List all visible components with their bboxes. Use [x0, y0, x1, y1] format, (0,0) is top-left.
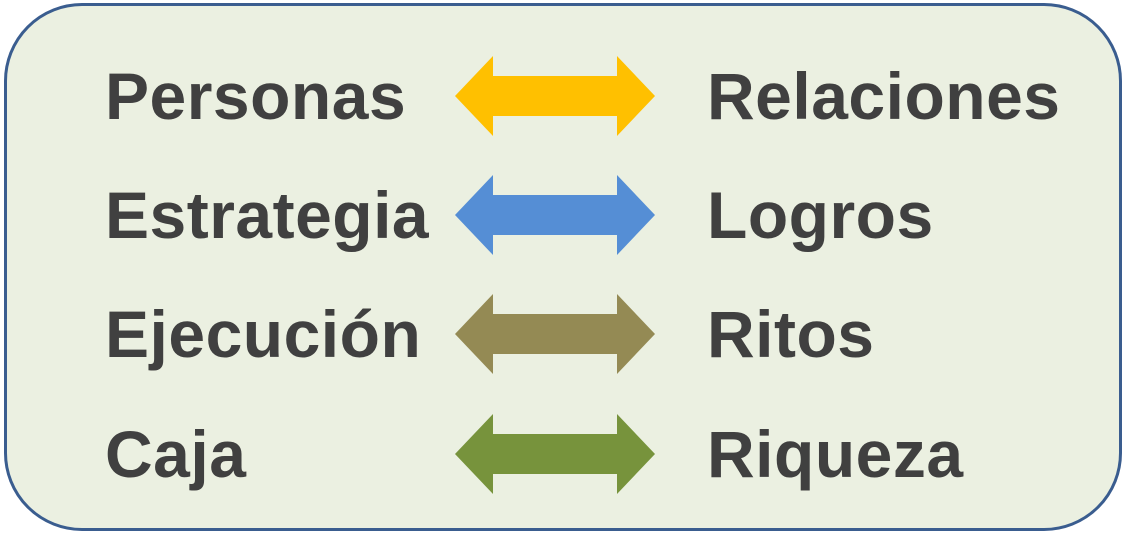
left-term: Ejecución — [105, 297, 422, 371]
pair-row: Caja Riqueza — [7, 414, 1119, 494]
left-term: Caja — [105, 417, 247, 491]
left-term: Personas — [105, 59, 407, 133]
double-arrow-icon — [455, 294, 655, 374]
double-arrow-icon — [455, 56, 655, 136]
double-arrow-icon — [455, 175, 655, 255]
left-term: Estrategia — [105, 178, 430, 252]
double-arrow-icon — [455, 414, 655, 494]
right-term: Logros — [707, 178, 934, 252]
pair-row: Ejecución Ritos — [7, 294, 1119, 374]
right-term: Ritos — [707, 297, 875, 371]
right-term: Riqueza — [707, 417, 964, 491]
arrow-shape — [455, 56, 655, 136]
diagram-panel: Personas Relaciones Estrategia Logros Ej… — [4, 3, 1122, 531]
arrow-shape — [455, 294, 655, 374]
pair-row: Personas Relaciones — [7, 56, 1119, 136]
arrow-shape — [455, 414, 655, 494]
arrow-shape — [455, 175, 655, 255]
pair-row: Estrategia Logros — [7, 175, 1119, 255]
right-term: Relaciones — [707, 59, 1061, 133]
